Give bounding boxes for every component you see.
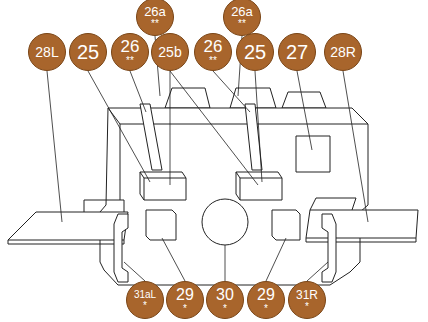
leader-line — [343, 71, 368, 222]
leader-line — [88, 71, 150, 182]
callout-number: 26 — [121, 38, 140, 55]
callout-number: 29 — [257, 287, 275, 303]
leader-line — [307, 262, 328, 281]
callout-circle: 26a** — [136, 0, 174, 36]
callout-number: 26a — [144, 5, 166, 18]
leader-line — [225, 245, 226, 281]
callout-number: 28L — [35, 45, 58, 59]
leader-line — [47, 71, 62, 222]
callout-mark: * — [143, 301, 147, 311]
right-block — [236, 172, 282, 200]
round-part — [202, 199, 248, 245]
callout-mark: ** — [209, 56, 217, 66]
callout-circle: 26** — [111, 33, 149, 71]
callout-number: 27 — [286, 42, 308, 62]
callout-circle: 28R — [324, 33, 362, 71]
callout-number: 29 — [176, 287, 194, 303]
callout-circle: 25b — [151, 33, 189, 71]
leader-line — [130, 71, 146, 112]
callout-mark: ** — [151, 19, 159, 29]
callout-number: 31aL — [134, 290, 156, 300]
right-block-edge — [236, 172, 282, 200]
callout-circle: 29* — [247, 281, 285, 319]
right-latch — [322, 214, 336, 282]
callout-number: 31R — [296, 289, 318, 301]
callout-number: 25b — [158, 45, 181, 59]
leader-line — [162, 238, 185, 281]
callout-mark: * — [305, 302, 309, 312]
callout-circle: 28L — [28, 33, 66, 71]
leader-line — [297, 71, 312, 150]
square-part — [296, 136, 330, 172]
leader-line — [124, 262, 145, 281]
callout-number: 26 — [204, 38, 223, 55]
leader-line — [213, 71, 250, 112]
leader-line — [266, 238, 286, 281]
leader-line — [170, 71, 171, 185]
callout-number: 26a — [231, 5, 253, 18]
callout-circle: 26** — [194, 33, 232, 71]
callout-circle: 31aL* — [126, 281, 164, 319]
lower-right-box — [272, 210, 300, 240]
callout-circle: 25 — [69, 33, 107, 71]
lower-left-box — [146, 210, 176, 240]
callout-circle: 29* — [166, 281, 204, 319]
callout-mark: ** — [126, 56, 134, 66]
callout-circle: 30* — [206, 281, 244, 319]
callout-mark: * — [264, 304, 268, 314]
callout-number: 25 — [244, 42, 266, 62]
body-outline — [100, 108, 368, 285]
leader-line — [255, 71, 262, 182]
right-shelf-back — [310, 198, 356, 210]
body-edge — [120, 124, 121, 200]
callout-number: 30 — [216, 287, 234, 303]
callout-mark: * — [183, 304, 187, 314]
callout-circle: 25 — [236, 33, 274, 71]
callout-number: 25 — [77, 42, 99, 62]
left-shelf-back — [84, 200, 124, 212]
back-part — [165, 88, 210, 108]
callout-mark: * — [223, 304, 227, 314]
left-latch — [114, 214, 128, 282]
back-part — [282, 92, 326, 108]
right-shelf-edge — [306, 238, 416, 242]
callout-mark: ** — [238, 19, 246, 29]
left-shelf — [8, 212, 128, 240]
callout-circle: 26a** — [223, 0, 261, 36]
callout-number: 28R — [330, 45, 356, 59]
callout-circle: 27 — [278, 33, 316, 71]
leader-line — [170, 71, 258, 185]
leader-lines — [47, 36, 368, 281]
callout-circle: 31R* — [288, 281, 326, 319]
left-arm — [140, 104, 162, 170]
left-shelf-edge — [8, 240, 124, 244]
